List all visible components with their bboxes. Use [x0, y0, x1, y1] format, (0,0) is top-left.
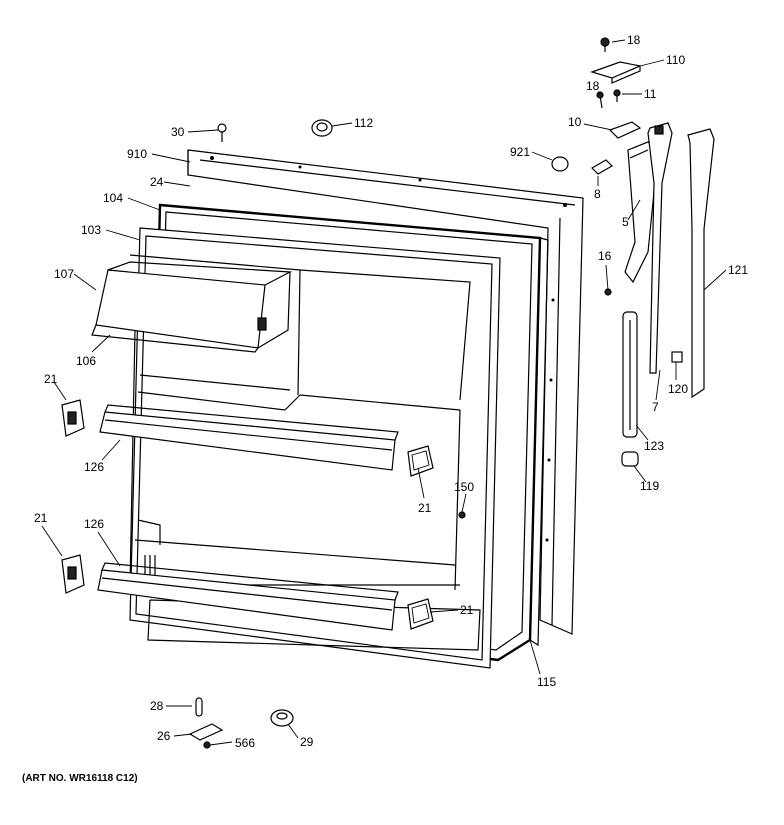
handle-mount-7 [647, 122, 673, 374]
shelf-support-left-upper [61, 399, 85, 437]
plug-112 [311, 119, 333, 137]
callout-21-right-upper: 21 [418, 501, 432, 515]
callout-26: 26 [157, 729, 171, 743]
callout-21-left-lower: 21 [34, 511, 48, 525]
callout-119: 119 [640, 479, 660, 493]
callout-16: 16 [598, 249, 612, 263]
handle-121 [687, 128, 715, 399]
bumper-29 [270, 709, 294, 727]
leader-lines [41, 39, 727, 746]
callout-103: 103 [81, 223, 102, 237]
callout-566: 566 [235, 736, 256, 750]
outer-door-panel [187, 149, 584, 635]
screw-30 [217, 123, 227, 142]
callout-106: 106 [76, 354, 97, 368]
callout-5: 5 [622, 215, 629, 229]
plug-921 [551, 156, 569, 172]
callout-112: 112 [354, 116, 374, 130]
screw-150 [458, 511, 466, 519]
callout-8: 8 [594, 187, 601, 201]
callout-150: 150 [454, 480, 475, 494]
dairy-compartment-door [91, 261, 293, 353]
callout-10: 10 [568, 115, 582, 129]
hinge-bracket-10 [608, 121, 642, 139]
shelf-support-right-upper [407, 445, 434, 477]
pin-28 [195, 697, 203, 717]
screw-120 [671, 351, 683, 363]
callout-11: 11 [644, 87, 657, 101]
callout-107: 107 [54, 267, 75, 281]
callout-910: 910 [127, 147, 148, 161]
shelf-support-left-lower [61, 554, 85, 594]
callout-18-mid: 18 [586, 79, 600, 93]
screw-18-top [600, 37, 610, 52]
shelf-support-right-lower [407, 598, 434, 630]
callout-18-top: 18 [627, 33, 641, 47]
callout-21-left-upper: 21 [44, 372, 58, 386]
screw-566 [203, 741, 211, 749]
callout-123: 123 [644, 439, 665, 453]
callout-7: 7 [652, 400, 659, 414]
callout-121: 121 [728, 263, 749, 277]
callout-115: 115 [537, 675, 557, 689]
callout-24: 24 [150, 175, 164, 189]
callout-120: 120 [668, 382, 689, 396]
screw-11 [613, 89, 621, 102]
door-shelf-lower [97, 562, 399, 631]
callout-126-lower: 126 [84, 517, 105, 531]
callout-110: 110 [666, 53, 686, 67]
art-number: (ART NO. WR16118 C12) [22, 773, 138, 784]
bracket-26 [188, 723, 224, 741]
cap-119 [621, 451, 639, 467]
callout-126-upper: 126 [84, 460, 105, 474]
callout-30: 30 [171, 125, 185, 139]
callout-29: 29 [300, 735, 314, 749]
bracket-8 [591, 159, 613, 175]
door-shelf-upper [99, 404, 399, 471]
callout-28: 28 [150, 699, 164, 713]
callout-921: 921 [510, 145, 531, 159]
callout-104: 104 [103, 191, 124, 205]
callout-21-right-lower: 21 [460, 603, 474, 617]
handle-insert-123 [622, 311, 638, 438]
